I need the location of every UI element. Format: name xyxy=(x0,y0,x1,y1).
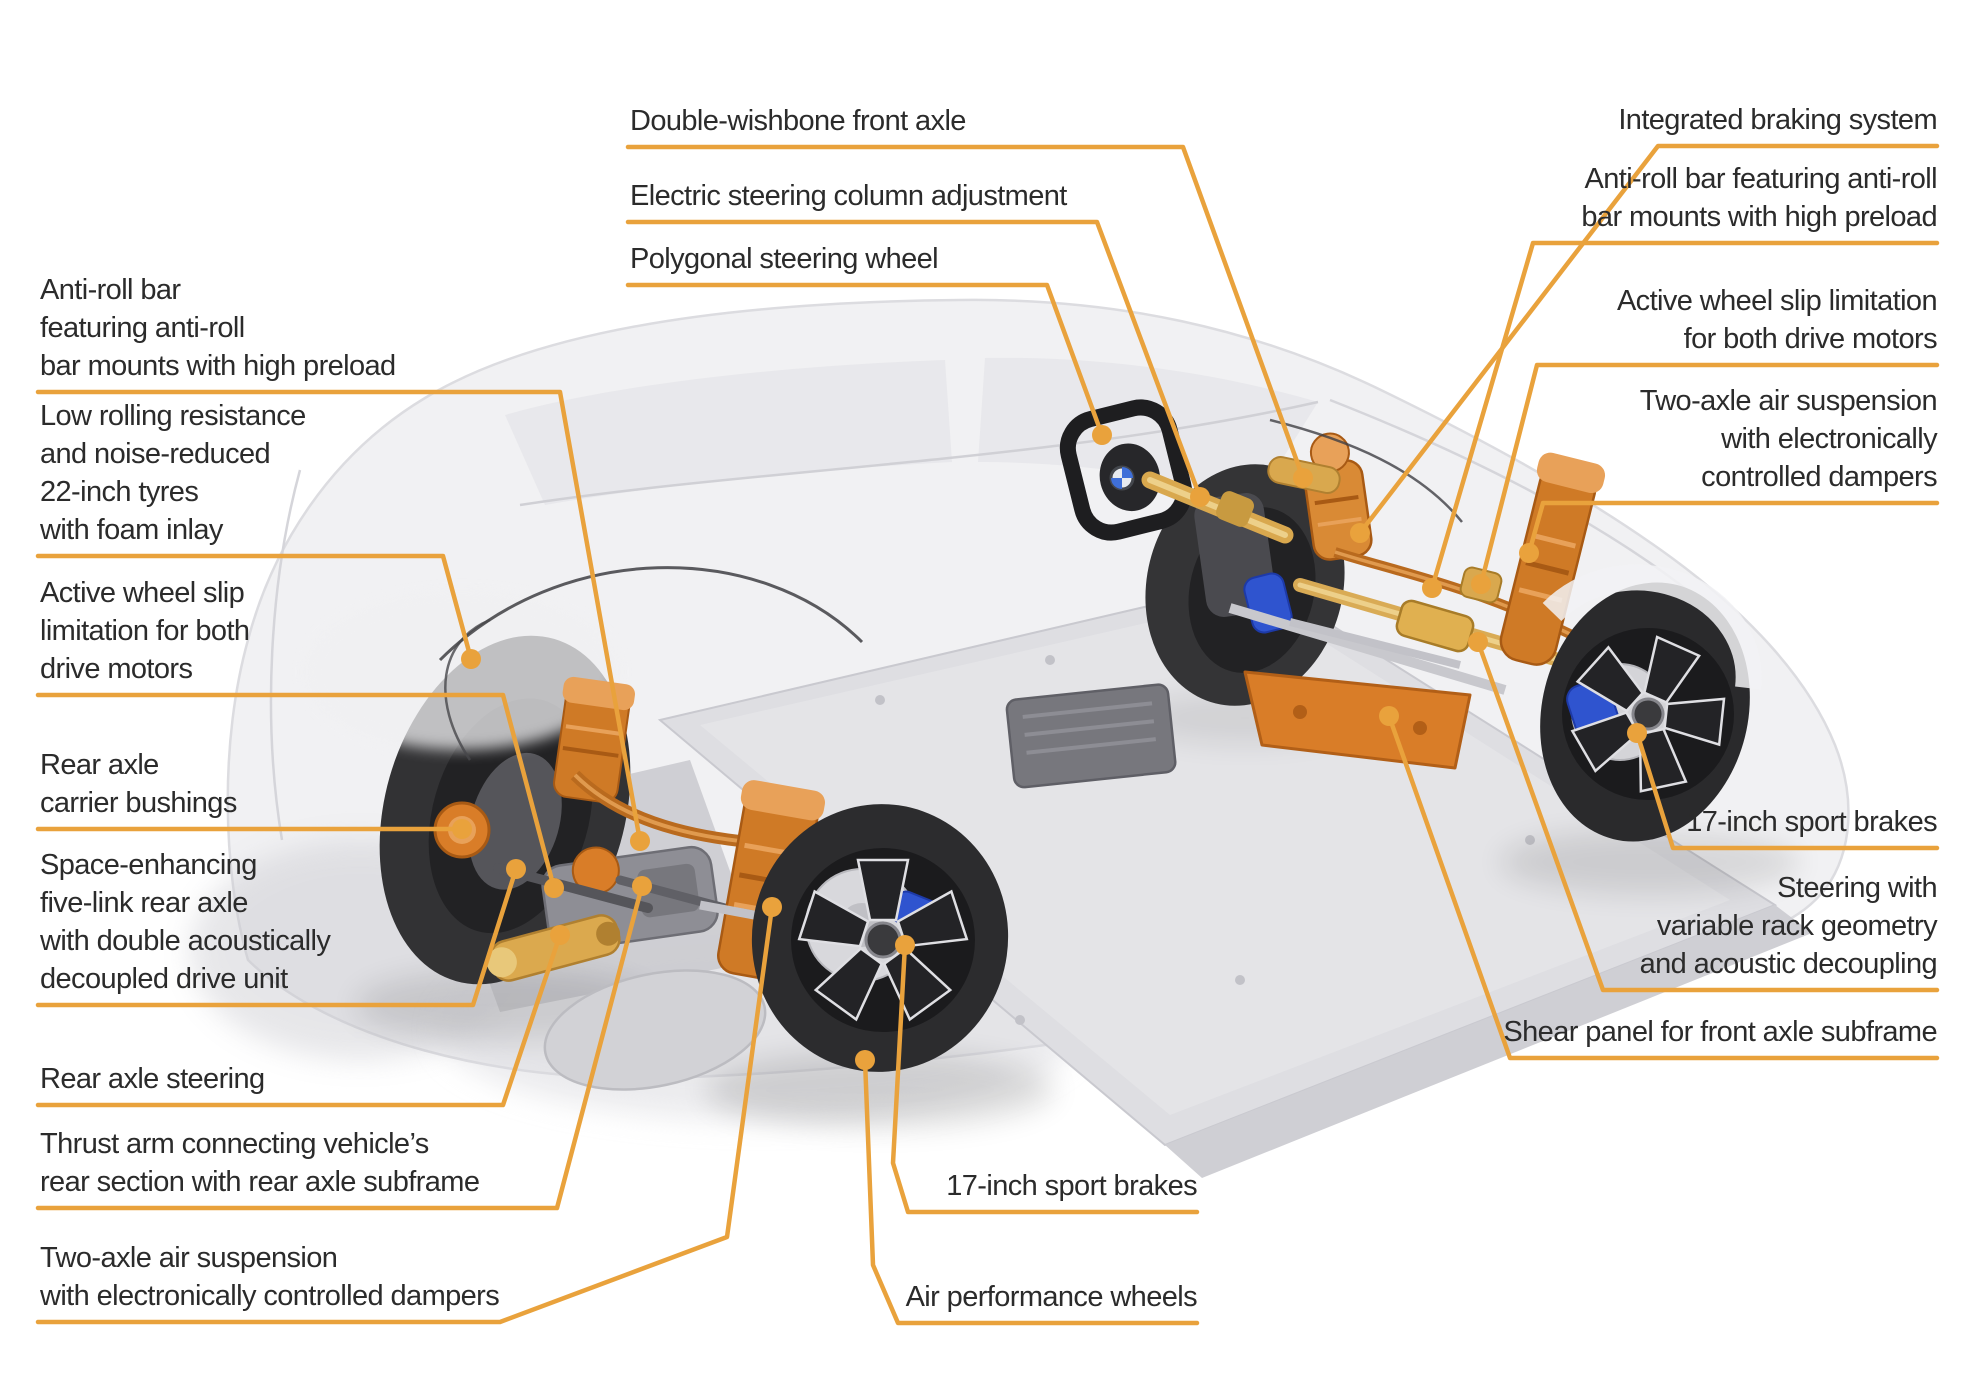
label-rear-two-axle-air-suspension: Two-axle air suspension with electronica… xyxy=(40,1242,500,1312)
callout-dots xyxy=(452,425,1647,1070)
callout-dot xyxy=(1627,723,1647,743)
leader-steering-column xyxy=(625,219,1203,500)
front-brake-cable xyxy=(1269,418,1463,523)
label-steering-variable-rack: Steering with variable rack geometry and… xyxy=(1639,872,1938,980)
callout-dot xyxy=(506,859,526,879)
leader-rear-axle-steering xyxy=(35,932,563,1108)
leader-steering-rack xyxy=(1475,639,1940,993)
label-front-anti-roll-bar: Anti-roll bar featuring anti-roll bar mo… xyxy=(1581,163,1937,233)
label-rear-axle-carrier-bushings: Rear axle carrier bushings xyxy=(40,749,237,819)
label-polygonal-steering-wheel: Polygonal steering wheel xyxy=(630,243,939,275)
callout-dot xyxy=(452,819,472,839)
floor-plate-inner xyxy=(700,598,1730,1115)
front-wheel-far xyxy=(1145,464,1345,706)
leader-thrust-arm xyxy=(35,883,645,1211)
leader-double-wishbone xyxy=(625,144,1306,481)
leader-tyres xyxy=(35,553,474,662)
label-rear-active-wheel-slip: Active wheel slip limitation for both dr… xyxy=(40,577,250,685)
callout-dot xyxy=(550,925,570,945)
rear-hose xyxy=(444,618,491,761)
leader-five-link xyxy=(35,866,519,1008)
leader-integrated-braking xyxy=(1357,143,1940,536)
leader-front-brakes xyxy=(1634,730,1940,851)
label-five-link-rear-axle: Space-enhancing five-link rear axle with… xyxy=(40,849,331,995)
leader-bottom-brakes xyxy=(890,942,1200,1215)
label-rear-axle-steering: Rear axle steering xyxy=(40,1063,265,1095)
rear-arch-ghost xyxy=(307,594,617,750)
callout-dot xyxy=(461,649,481,669)
leader-lines xyxy=(35,143,1940,1326)
rear-wheel-detailed xyxy=(751,804,1009,1072)
label-thrust-arm: Thrust arm connecting vehicle’s rear sec… xyxy=(40,1128,480,1198)
label-electric-steering-column-adjustment: Electric steering column adjustment xyxy=(630,180,1067,212)
callout-dot xyxy=(1519,543,1539,563)
label-front-two-axle-air-suspension: Two-axle air suspension with electronica… xyxy=(1639,385,1938,493)
leader-air-wheels xyxy=(862,1057,1200,1326)
callout-dot xyxy=(1422,578,1442,598)
label-rear-17-inch-sport-brakes: 17-inch sport brakes xyxy=(946,1170,1197,1202)
front-strut-near xyxy=(1499,452,1606,666)
label-integrated-braking-system: Integrated braking system xyxy=(1618,104,1937,136)
leader-front-air-suspension xyxy=(1526,500,1940,556)
beltline-crease xyxy=(519,400,1319,507)
leader-rear-air-suspension xyxy=(35,904,775,1325)
callout-dot xyxy=(1293,468,1313,488)
label-shear-panel: Shear panel for front axle subframe xyxy=(1503,1016,1937,1048)
rear-brake-cable xyxy=(438,566,864,662)
callout-dot xyxy=(632,876,652,896)
callout-dot xyxy=(1190,487,1210,507)
callout-dot xyxy=(762,897,782,917)
steering-column xyxy=(1141,471,1294,544)
label-double-wishbone-front-axle: Double-wishbone front axle xyxy=(630,105,966,137)
leader-rear-antiroll xyxy=(35,389,643,844)
callout-dot xyxy=(1350,523,1370,543)
leader-front-wheel-slip xyxy=(1478,362,1940,587)
callout-dot xyxy=(1092,425,1112,445)
callout-dot xyxy=(855,1050,875,1070)
leader-front-antiroll xyxy=(1429,240,1940,591)
rear-wheel-spokes xyxy=(797,858,969,1022)
leader-rear-wheel-slip xyxy=(35,692,557,891)
bmw-roundel-icon xyxy=(1109,465,1135,491)
leader-steering-wheel xyxy=(625,282,1105,438)
callout-dot xyxy=(544,878,564,898)
front-halfshaft xyxy=(1289,618,1461,669)
callout-dot xyxy=(630,831,650,851)
label-air-performance-wheels: Air performance wheels xyxy=(905,1281,1198,1313)
callout-dot xyxy=(1379,706,1399,726)
label-rear-anti-roll-bar: Anti-roll bar featuring anti-roll bar mo… xyxy=(40,274,396,382)
power-electronics-box xyxy=(1005,683,1177,789)
leader-shear-panel xyxy=(1386,713,1940,1061)
label-front-active-wheel-slip: Active wheel slip limitation for both dr… xyxy=(1616,285,1938,355)
callout-dot xyxy=(1468,632,1488,652)
callout-dot xyxy=(1471,574,1491,594)
label-front-17-inch-sport-brakes: 17-inch sport brakes xyxy=(1686,806,1937,838)
shear-panel-part xyxy=(1243,670,1472,770)
callout-dot xyxy=(895,935,915,955)
air-supply-tank xyxy=(543,969,767,1091)
steering-wheel xyxy=(1059,399,1193,541)
front-fender-ghost xyxy=(1542,564,1762,690)
label-low-rolling-resistance-tyres: Low rolling resistance and noise-reduced… xyxy=(40,400,306,546)
rear-hatch-crease xyxy=(269,469,302,841)
rocker-sill xyxy=(1165,905,1812,1178)
